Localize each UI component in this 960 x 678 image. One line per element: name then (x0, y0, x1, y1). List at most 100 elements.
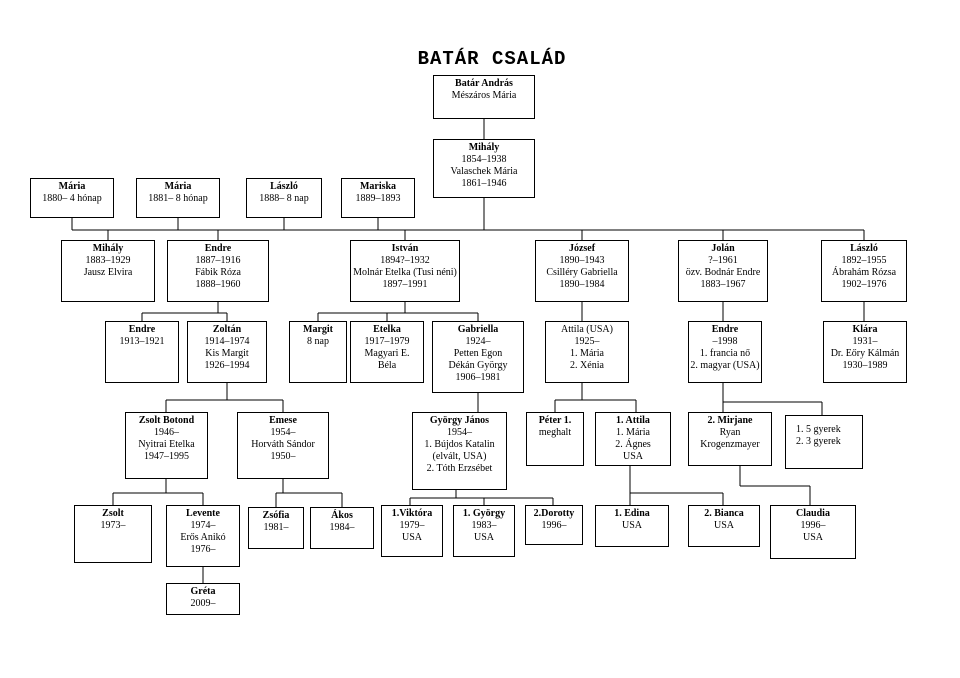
person-detail: 1883–1929 (85, 255, 131, 266)
person-detail: 1881– 8 hónap (148, 193, 208, 204)
person-detail: 1888– 8 nap (259, 193, 309, 204)
person-name: Levente (186, 508, 220, 519)
person-detail: 1983– (471, 520, 497, 531)
person-detail: 1979– (399, 520, 425, 531)
person-detail: 1. Mária (570, 348, 604, 359)
person-detail: meghalt (538, 427, 572, 438)
person-detail: 1973– (100, 520, 126, 531)
person-detail: 1887–1916 (195, 255, 241, 266)
person-detail: Dékán György (448, 360, 508, 371)
person-detail: 1913–1921 (119, 336, 165, 347)
person-detail: 1976– (190, 544, 216, 555)
person-detail: 1925– (574, 336, 600, 347)
person-detail: 1890–1943 (559, 255, 605, 266)
person-detail: 1854–1938 (461, 154, 507, 165)
person-name: Zsófia (262, 510, 290, 521)
person-detail: ?–1961 (708, 255, 738, 266)
person-detail: 1. Bújdos Katalin (424, 439, 495, 450)
person-detail: Petten Egon (453, 348, 503, 359)
person-detail: 1930–1989 (842, 360, 888, 371)
person-name: 1. Edina (614, 508, 650, 519)
person-detail: USA (621, 520, 642, 531)
person-detail: 1954– (447, 427, 472, 438)
person-name: Gréta (190, 586, 216, 597)
person-name: József (568, 243, 596, 254)
person-name: Endre (128, 324, 156, 335)
person-detail: Dr. Eőry Kálmán (830, 348, 900, 359)
person-detail: Krogenzmayer (700, 439, 760, 450)
person-detail: 1931– (852, 336, 878, 347)
person-peter: Péter 1.meghalt (526, 412, 584, 466)
person-detail: 1. francia nő (699, 348, 751, 359)
person-detail: 1892–1955 (841, 255, 887, 266)
person-name: 2.Dorotty (533, 508, 575, 519)
person-name: György János (429, 415, 490, 426)
person-detail: 1974– (190, 520, 216, 531)
person-detail: 1888–1960 (195, 279, 241, 290)
person-detail: özv. Bodnár Endre (685, 267, 761, 278)
person-name: 2. Mirjane (707, 415, 753, 426)
person-detail: USA (802, 532, 823, 543)
person-detail: Valaschek Mária (450, 166, 518, 177)
person-detail: Fábik Róza (195, 267, 241, 278)
person-name: Klára (852, 324, 878, 335)
person-name: Gabriella (457, 324, 499, 335)
person-detail: 2. Tóth Erzsébet (426, 463, 493, 474)
person-detail: 1914–1974 (204, 336, 250, 347)
person-name: 1. 5 gyerek (796, 424, 841, 435)
person-name: Péter 1. (538, 415, 572, 426)
person-detail: 1902–1976 (841, 279, 887, 290)
person-name: László (850, 243, 878, 254)
person-detail: USA (401, 532, 422, 543)
person-name: Mariska (359, 181, 397, 192)
person-name: Claudia (796, 508, 830, 519)
person-detail: Nyitrai Etelka (138, 439, 195, 450)
person-name: Mária (58, 181, 86, 192)
person-name: Mária (164, 181, 192, 192)
person-detail: Kis Margit (205, 348, 249, 359)
person-detail: USA (713, 520, 734, 531)
person-detail: 1924– (465, 336, 491, 347)
person-detail: 1890–1984 (559, 279, 605, 290)
person-name: Ákos (331, 510, 353, 521)
person-detail: Mészáros Mária (451, 90, 517, 101)
person-detail: 1926–1994 (204, 360, 250, 371)
person-name: Etelka (373, 324, 401, 335)
person-name: Jolán (711, 243, 735, 254)
person-detail: 1883–1967 (700, 279, 746, 290)
person-name: 2. Bianca (704, 508, 744, 519)
person-name: László (270, 181, 298, 192)
person-name: Zsolt Botond (138, 415, 195, 426)
person-detail: 1894?–1932 (380, 255, 430, 266)
person-name: 1. Attila (616, 415, 650, 426)
person-detail: –1998 (712, 336, 738, 347)
person-detail: 1946– (154, 427, 179, 438)
person-detail: Jausz Elvira (83, 267, 133, 278)
